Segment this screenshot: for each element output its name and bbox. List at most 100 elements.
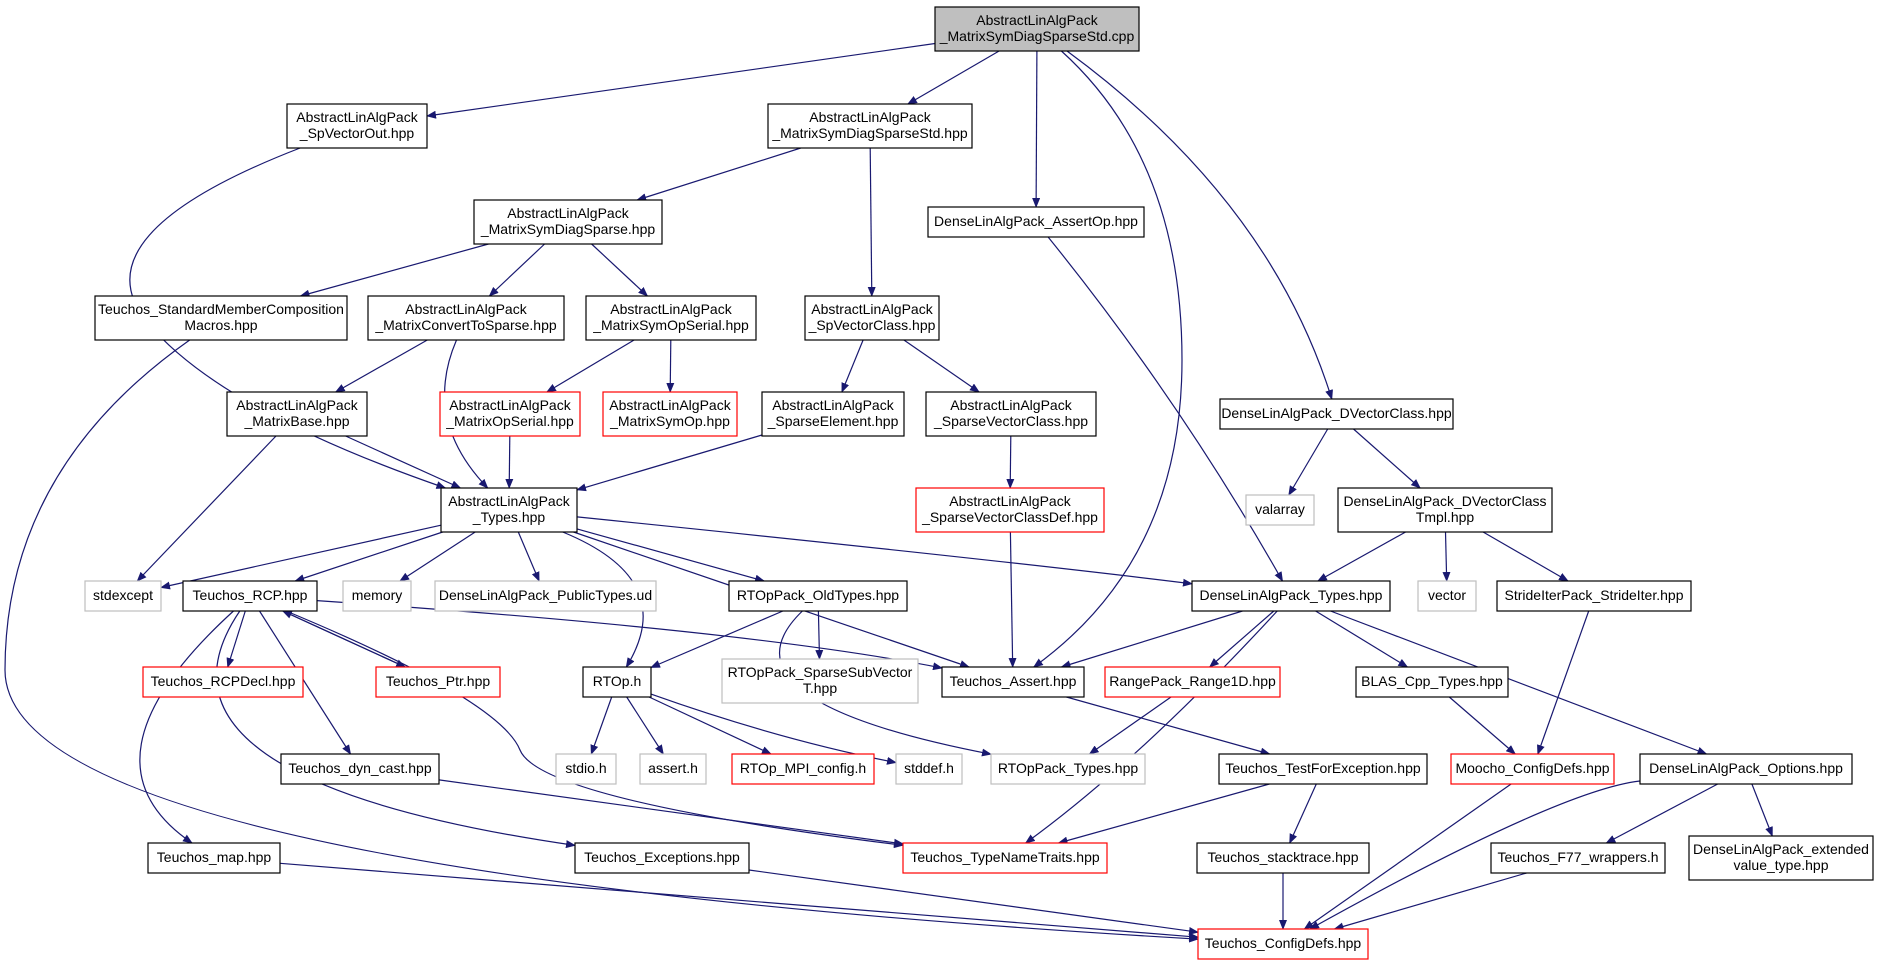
node-label: vector: [1428, 587, 1466, 603]
node-publictypes: DenseLinAlgPack_PublicTypes.ud: [434, 580, 657, 612]
node-box: [925, 391, 1097, 437]
node-box: [375, 666, 501, 698]
node-box: [941, 666, 1085, 698]
node-rcpdecl[interactable]: Teuchos_RCPDecl.hpp: [142, 666, 304, 698]
node-box: [1337, 487, 1553, 533]
edge-root-to-assert: [1032, 50, 1183, 668]
edge-stdmember-to-configdefs: [4, 339, 1199, 943]
edge-matsymdiagsparsestd-to-spvectorclass: [867, 147, 876, 297]
node-box: [915, 487, 1105, 533]
node-label: Teuchos_ConfigDefs.hpp: [1205, 935, 1362, 951]
node-box: [1450, 753, 1615, 785]
node-testforexception[interactable]: Teuchos_TestForException.hpp: [1218, 753, 1428, 785]
node-label: assert.h: [648, 760, 698, 776]
node-mocho[interactable]: Moocho_ConfigDefs.hpp: [1450, 753, 1615, 785]
node-blas[interactable]: BLAS_Cpp_Types.hpp: [1355, 666, 1509, 698]
node-ptr[interactable]: Teuchos_Ptr.hpp: [375, 666, 501, 698]
node-sparsevectorclass[interactable]: AbstractLinAlgPack_SparseVectorClass.hpp: [925, 391, 1097, 437]
node-box: [1196, 842, 1370, 874]
node-strideiter[interactable]: StrideIterPack_StrideIter.hpp: [1496, 580, 1692, 612]
node-assert[interactable]: Teuchos_Assert.hpp: [941, 666, 1085, 698]
node-sparsevectorclassdef[interactable]: AbstractLinAlgPack_SparseVectorClassDef.…: [915, 487, 1105, 533]
node-label: AbstractLinAlgPack: [609, 397, 731, 413]
edge-rtoph-to-stddefh: [650, 693, 897, 765]
node-stdexcept: stdexcept: [84, 580, 162, 612]
node-mpiconfig[interactable]: RTOp_MPI_config.h: [731, 753, 875, 785]
node-types[interactable]: AbstractLinAlgPack_Types.hpp: [440, 487, 578, 533]
node-dyncast[interactable]: Teuchos_dyn_cast.hpp: [280, 753, 440, 785]
node-box: [434, 580, 657, 612]
edge-sparseelement-to-types: [576, 434, 763, 492]
node-matsymop[interactable]: AbstractLinAlgPack_MatrixSymOp.hpp: [602, 391, 738, 437]
edge-exceptions-to-configdefs: [748, 869, 1199, 935]
node-label: _Types.hpp: [472, 509, 546, 525]
node-dvectorclass[interactable]: DenseLinAlgPack_DVectorClass.hpp: [1219, 398, 1454, 430]
node-box: [574, 842, 750, 874]
edge-options-to-f77: [1605, 783, 1718, 844]
node-label: AbstractLinAlgPack: [976, 12, 1098, 28]
node-label: DenseLinAlgPack_AssertOp.hpp: [934, 213, 1138, 229]
node-box: [473, 199, 663, 245]
edge-spvectorclass-to-sparseelement: [841, 339, 864, 393]
node-box: [731, 753, 875, 785]
node-box: [286, 103, 428, 149]
node-label: _SparseVectorClassDef.hpp: [921, 509, 1098, 525]
edge-ptr-to-rcp: [281, 610, 406, 668]
node-label: _SparseVectorClass.hpp: [933, 413, 1088, 429]
node-label: _MatrixSymOp.hpp: [609, 413, 730, 429]
node-label: Teuchos_Assert.hpp: [950, 673, 1077, 689]
node-rtoph[interactable]: RTOp.h: [582, 666, 652, 698]
node-map[interactable]: Teuchos_map.hpp: [147, 842, 281, 874]
node-spvectorclass[interactable]: AbstractLinAlgPack_SpVectorClass.hpp: [804, 295, 940, 341]
edge-strideiter-to-mocho: [1537, 610, 1590, 755]
edge-options-to-configdefs: [1309, 780, 1641, 930]
edge-assert-to-testforexception: [1066, 696, 1271, 756]
edge-matbase-to-types: [345, 435, 462, 489]
edge-layer: [4, 42, 1773, 943]
node-label: AbstractLinAlgPack: [448, 493, 570, 509]
node-box: [582, 666, 652, 698]
edge-rcp-to-assert: [316, 600, 943, 671]
edge-matsymdiagsparse-to-stdmember: [299, 243, 489, 298]
node-configdefs[interactable]: Teuchos_ConfigDefs.hpp: [1197, 928, 1369, 960]
node-box: [902, 842, 1108, 874]
edge-spvectorclass-to-sparsevectorclass: [903, 339, 980, 393]
node-matsymopserial[interactable]: AbstractLinAlgPack_MatrixSymOpSerial.hpp: [585, 295, 757, 341]
node-stacktrace[interactable]: Teuchos_stacktrace.hpp: [1196, 842, 1370, 874]
node-rcp[interactable]: Teuchos_RCP.hpp: [182, 580, 318, 612]
edge-oldtypes-to-rtoph: [650, 610, 784, 669]
node-matopserial[interactable]: AbstractLinAlgPack_MatrixOpSerial.hpp: [439, 391, 581, 437]
node-matbase[interactable]: AbstractLinAlgPack_MatrixBase.hpp: [226, 391, 368, 437]
node-oldtypes[interactable]: RTOpPack_OldTypes.hpp: [728, 580, 908, 612]
node-matsymdiagsparse[interactable]: AbstractLinAlgPack_MatrixSymDiagSparse.h…: [473, 199, 663, 245]
node-box: [934, 6, 1140, 52]
node-f77[interactable]: Teuchos_F77_wrappers.h: [1490, 842, 1666, 874]
node-box: [1639, 753, 1853, 785]
edge-dtypes-to-assert: [1060, 610, 1243, 669]
node-box: [1197, 928, 1369, 960]
node-label: stddef.h: [904, 760, 954, 776]
node-spvectorout[interactable]: AbstractLinAlgPack_SpVectorOut.hpp: [286, 103, 428, 149]
node-typenametraits[interactable]: Teuchos_TypeNameTraits.hpp: [902, 842, 1108, 874]
node-exceptions[interactable]: Teuchos_Exceptions.hpp: [574, 842, 750, 874]
node-label: DenseLinAlgPack_DVectorClass: [1343, 493, 1546, 509]
node-box: [147, 842, 281, 874]
node-root[interactable]: AbstractLinAlgPack_MatrixSymDiagSparseSt…: [934, 6, 1140, 52]
node-box: [440, 487, 578, 533]
edge-root-to-dvectorclass: [1066, 50, 1333, 400]
node-dtypes[interactable]: DenseLinAlgPack_Types.hpp: [1191, 580, 1391, 612]
edge-sparsevectorclassdef-to-assert: [1008, 531, 1017, 668]
edge-rtoph-to-mpiconfig: [648, 696, 772, 755]
node-label: DenseLinAlgPack_PublicTypes.ud: [439, 587, 652, 603]
node-options[interactable]: DenseLinAlgPack_Options.hpp: [1639, 753, 1853, 785]
edge-types-to-publictypes: [517, 531, 540, 582]
node-matconvert[interactable]: AbstractLinAlgPack_MatrixConvertToSparse…: [367, 295, 565, 341]
node-sparseelement[interactable]: AbstractLinAlgPack_SparseElement.hpp: [761, 391, 905, 437]
node-assertop[interactable]: DenseLinAlgPack_AssertOp.hpp: [927, 206, 1145, 238]
node-matsymdiagsparsestd[interactable]: AbstractLinAlgPack_MatrixSymDiagSparseSt…: [767, 103, 973, 149]
node-range1d[interactable]: RangePack_Range1D.hpp: [1104, 666, 1281, 698]
node-stdmember[interactable]: Teuchos_StandardMemberCompositionMacros.…: [94, 295, 348, 341]
